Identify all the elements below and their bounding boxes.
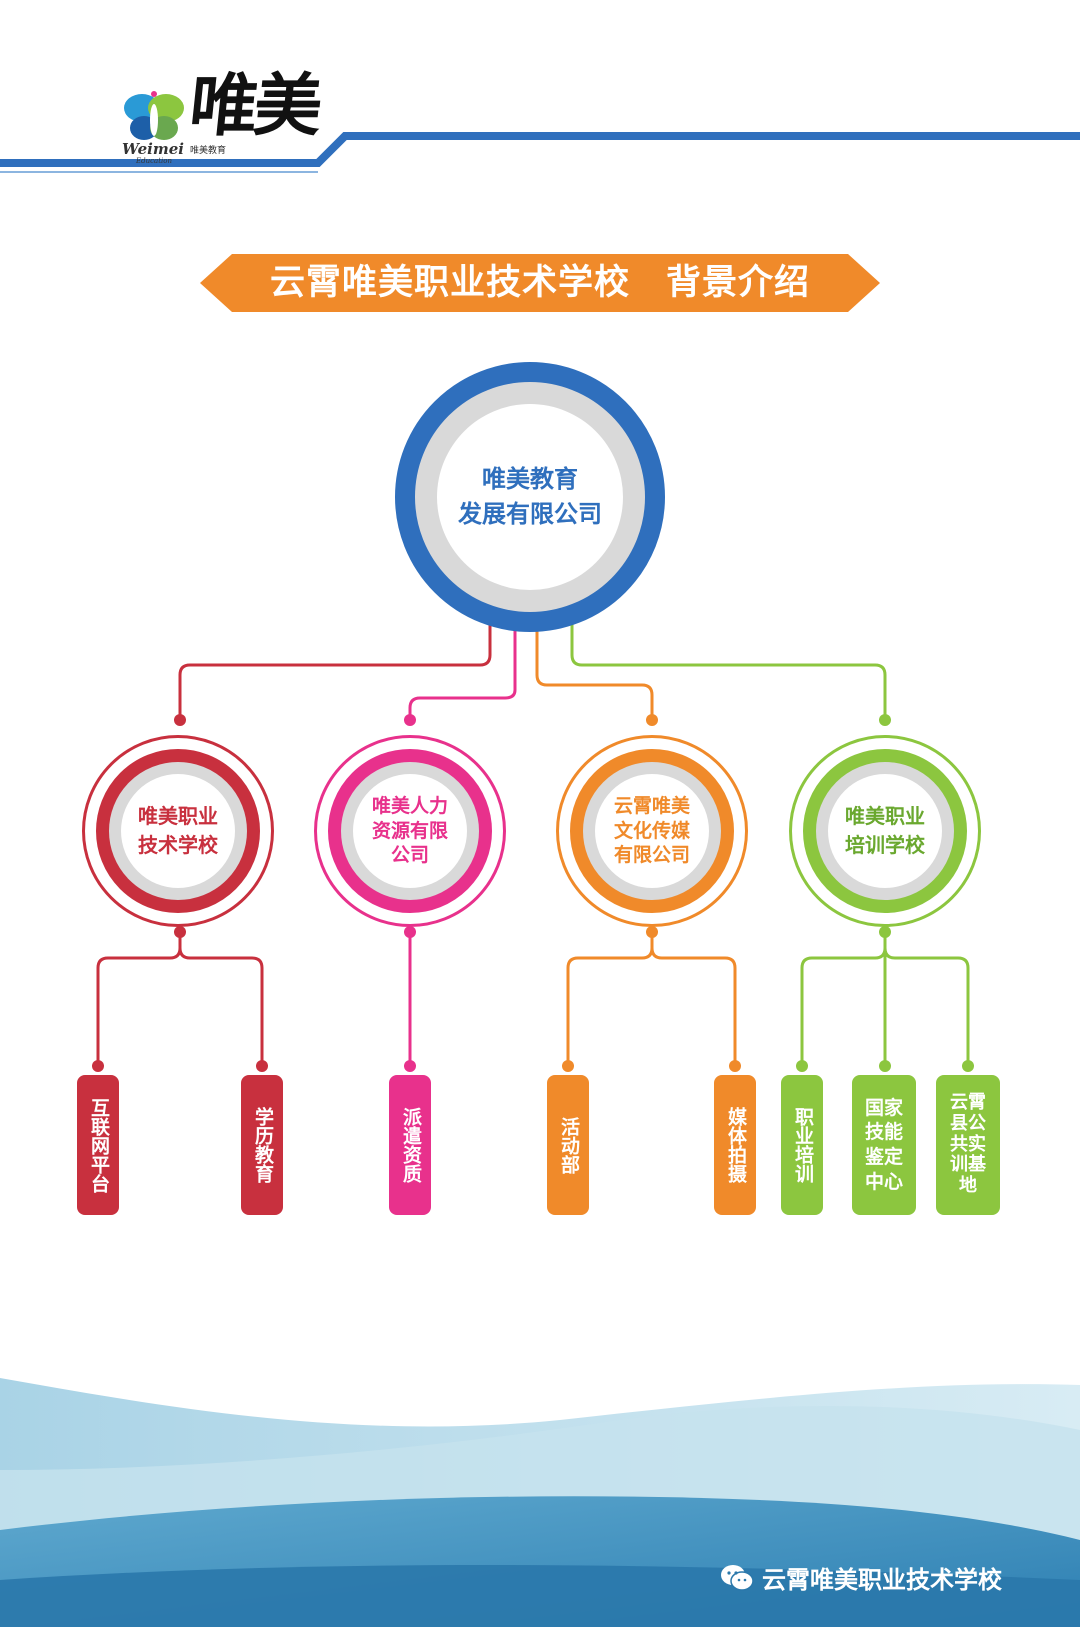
branch-node-2-label: 唯美人力 资源有限 公司 [353, 774, 467, 888]
header-line [0, 132, 1080, 173]
leaf-pill-5-text: 媒体拍摄 [724, 1107, 747, 1183]
logo: 唯美 Weimei 唯美教育 Education [0, 0, 322, 170]
branch-node-3-label: 云霄唯美 文化传媒 有限公司 [595, 774, 709, 888]
leaf-pill-2-text: 学历教育 [251, 1107, 274, 1183]
leaf-pill-4: 活动部 [547, 1075, 589, 1215]
leaf-pill-1-text: 互联网平台 [87, 1097, 110, 1193]
leaf-pill-7-text: 国家 技能 鉴定 中心 [864, 1096, 903, 1193]
leaf-pill-6-text: 职业培训 [791, 1107, 814, 1183]
wechat-icon [721, 1564, 754, 1591]
title-banner [200, 254, 880, 312]
leaf-pill-6: 职业培训 [781, 1075, 823, 1215]
leaf-pill-3: 派遣资质 [389, 1075, 431, 1215]
leaf-pill-1: 互联网平台 [77, 1075, 119, 1215]
footer-watermark: 云霄唯美职业技术学校 [720, 1560, 1002, 1595]
title-banner-text: 云霄唯美职业技术学校 背景介绍 [269, 263, 810, 303]
branch-node-3: 云霄唯美 文化传媒 有限公司 [556, 735, 748, 927]
branch-node-1-label: 唯美职业 技术学校 [121, 774, 235, 888]
leaf-pill-8: 云霄 县公 共实 训基 地 [936, 1075, 1000, 1215]
branch-node-4-label: 唯美职业 培训学校 [828, 774, 942, 888]
branch-node-4: 唯美职业 培训学校 [789, 735, 981, 927]
root-node-label: 唯美教育 发展有限公司 [437, 404, 623, 590]
root-node: 唯美教育 发展有限公司 [395, 362, 665, 632]
footer-text: 云霄唯美职业技术学校 [762, 1566, 1002, 1594]
logo-education: Education [136, 157, 172, 165]
branch-node-1: 唯美职业 技术学校 [82, 735, 274, 927]
butterfly-logo-icon [124, 91, 184, 140]
branch-node-2: 唯美人力 资源有限 公司 [314, 735, 506, 927]
leaf-pill-2: 学历教育 [241, 1075, 283, 1215]
org-connectors [92, 620, 974, 1072]
leaf-pill-5: 媒体拍摄 [714, 1075, 756, 1215]
logo-chinese-small: 唯美教育 [190, 146, 227, 156]
leaf-pill-3-text: 派遣资质 [399, 1107, 422, 1183]
logo-english: Weimei [122, 140, 184, 158]
leaf-pill-7: 国家 技能 鉴定 中心 [852, 1075, 916, 1215]
leaf-pill-8-text: 云霄 县公 共实 训基 地 [950, 1092, 986, 1197]
leaf-pill-4-text: 活动部 [557, 1116, 580, 1174]
